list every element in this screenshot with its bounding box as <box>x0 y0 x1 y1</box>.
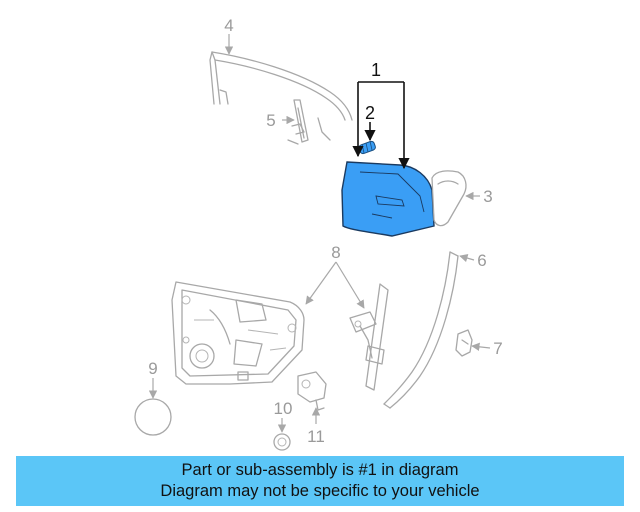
part-2-bolt <box>358 140 376 155</box>
part-4-window-frame <box>209 51 353 141</box>
banner-line-2: Diagram may not be specific to your vehi… <box>160 482 480 500</box>
part-5-division-bar <box>287 99 309 145</box>
callout-9: 9 <box>148 359 157 378</box>
callout-8: 8 <box>331 243 340 262</box>
callout-5: 5 <box>266 111 275 130</box>
callout-11: 11 <box>307 427 325 446</box>
part-7-clip <box>455 329 473 357</box>
callout-labels: 1 2 3 4 5 6 7 8 9 10 11 <box>148 16 502 446</box>
part-3-trim <box>431 170 467 227</box>
part-6-run-channel <box>383 251 459 409</box>
part-8-window-regulator <box>349 283 389 391</box>
info-banner: Part or sub-assembly is #1 in diagram Di… <box>16 456 624 506</box>
callout-7: 7 <box>493 339 502 358</box>
part-8-door-module <box>171 281 305 385</box>
callout-6: 6 <box>477 251 486 270</box>
part-1-door-glass <box>341 161 435 237</box>
banner-line-1: Part or sub-assembly is #1 in diagram <box>181 461 459 479</box>
part-10-grommet <box>273 433 291 451</box>
callout-3: 3 <box>483 187 492 206</box>
callout-10: 10 <box>274 399 293 418</box>
leader-lines <box>148 34 491 433</box>
part-11-motor <box>297 371 327 411</box>
callout-4: 4 <box>224 16 233 35</box>
callout-1: 1 <box>371 60 381 80</box>
callout-2: 2 <box>365 103 375 123</box>
parts-diagram: 1 2 3 4 5 6 7 8 9 10 11 <box>134 16 503 451</box>
part-9-seal <box>134 398 172 436</box>
